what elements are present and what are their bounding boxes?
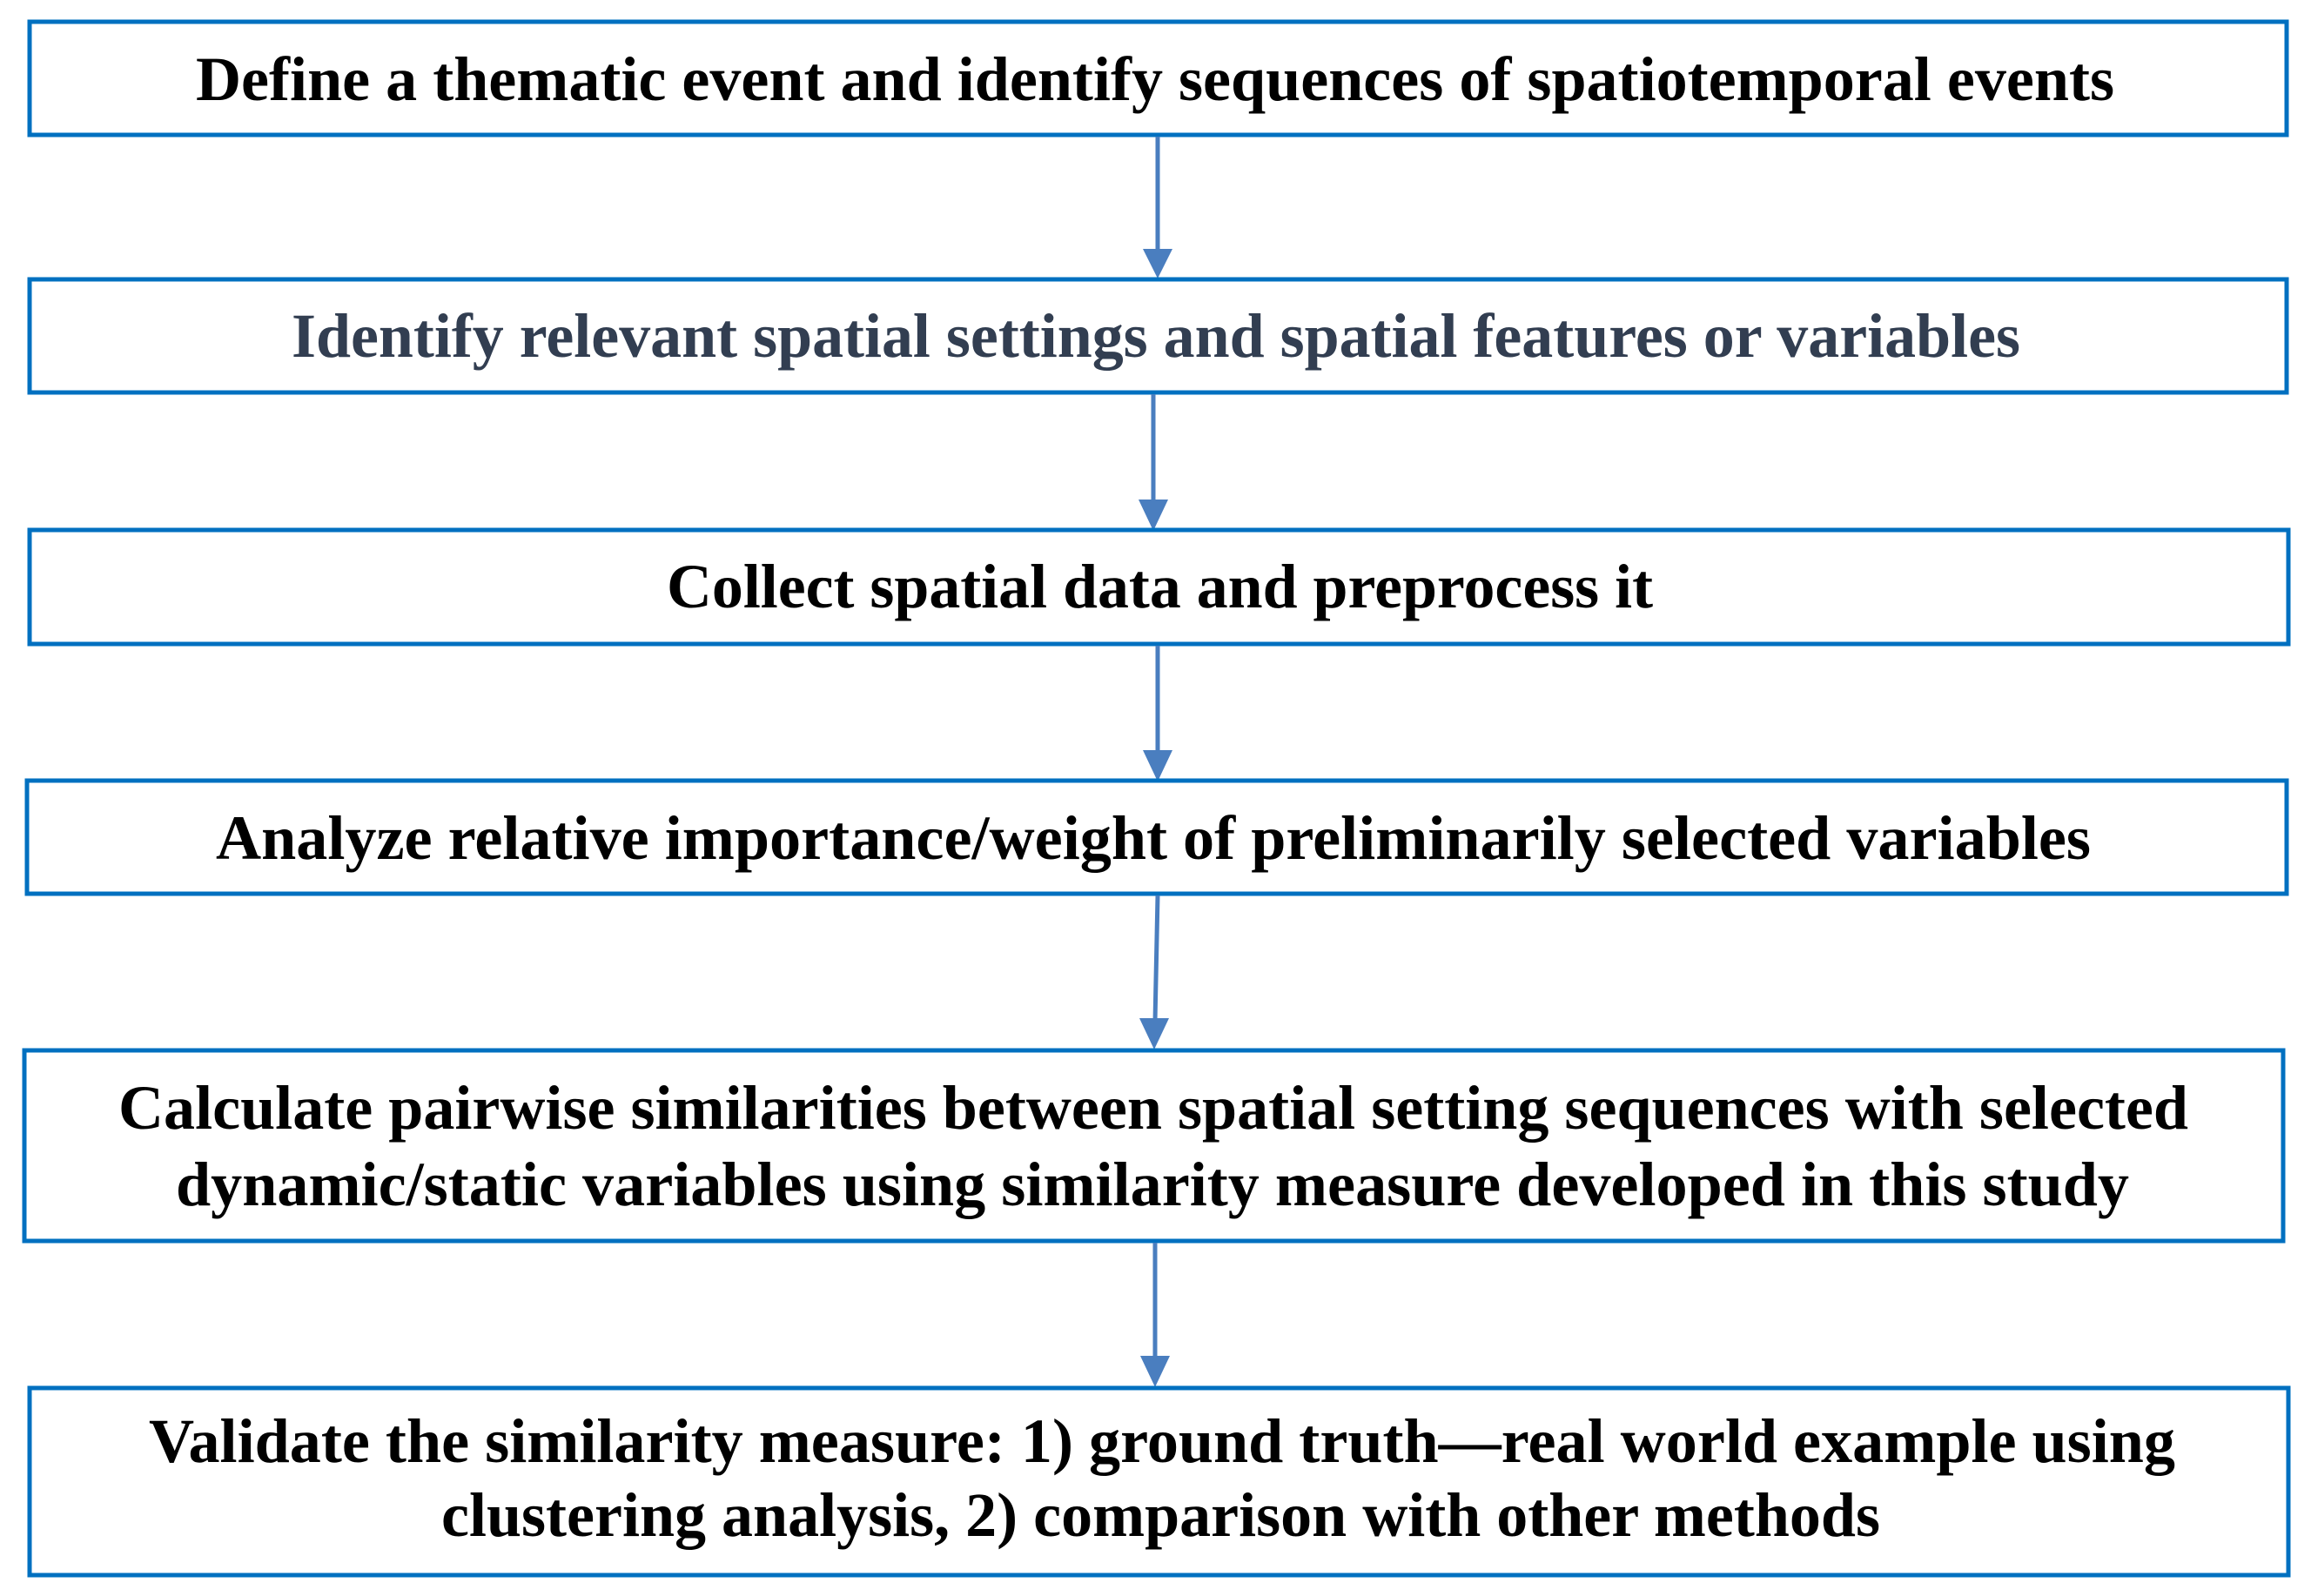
arrow-down-icon: [1139, 895, 1169, 1049]
step-2-identify-settings: Identify relevant spatial settings and s…: [27, 277, 2289, 395]
step-box: [27, 527, 2291, 647]
step-box: [27, 277, 2289, 395]
step-text-line: Collect spatial data and preprocess it: [667, 552, 1653, 621]
step-text-line: Validate the similarity measure: 1) grou…: [149, 1406, 2175, 1476]
step-box: [27, 19, 2289, 137]
step-text-line: Analyze relative importance/weight of pr…: [216, 803, 2091, 873]
step-box: [27, 1385, 2291, 1578]
step-text-line: dynamic/static variables using similarit…: [176, 1150, 2129, 1219]
step-text-line: Calculate pairwise similarities between …: [118, 1073, 2188, 1143]
arrow-down-icon: [1143, 137, 1172, 278]
step-text-line: Identify relevant spatial settings and s…: [292, 301, 2020, 371]
step-6-validate-measure: Validate the similarity measure: 1) grou…: [27, 1385, 2291, 1578]
arrow-down-icon: [1140, 1243, 1170, 1387]
step-3-collect-data: Collect spatial data and preprocess it: [27, 527, 2291, 647]
step-1-define-event: Define a thematic event and identify seq…: [27, 19, 2289, 137]
arrow-down-icon: [1143, 646, 1172, 781]
step-text-line: clustering analysis, 2) comparison with …: [441, 1480, 1880, 1550]
step-5-calculate-similarities: Calculate pairwise similarities between …: [22, 1048, 2286, 1244]
arrow-down-icon: [1139, 394, 1168, 531]
step-4-analyze-importance: Analyze relative importance/weight of pr…: [24, 778, 2289, 896]
step-text-line: Define a thematic event and identify seq…: [196, 44, 2114, 114]
step-box: [24, 778, 2289, 896]
step-box: [22, 1048, 2286, 1244]
